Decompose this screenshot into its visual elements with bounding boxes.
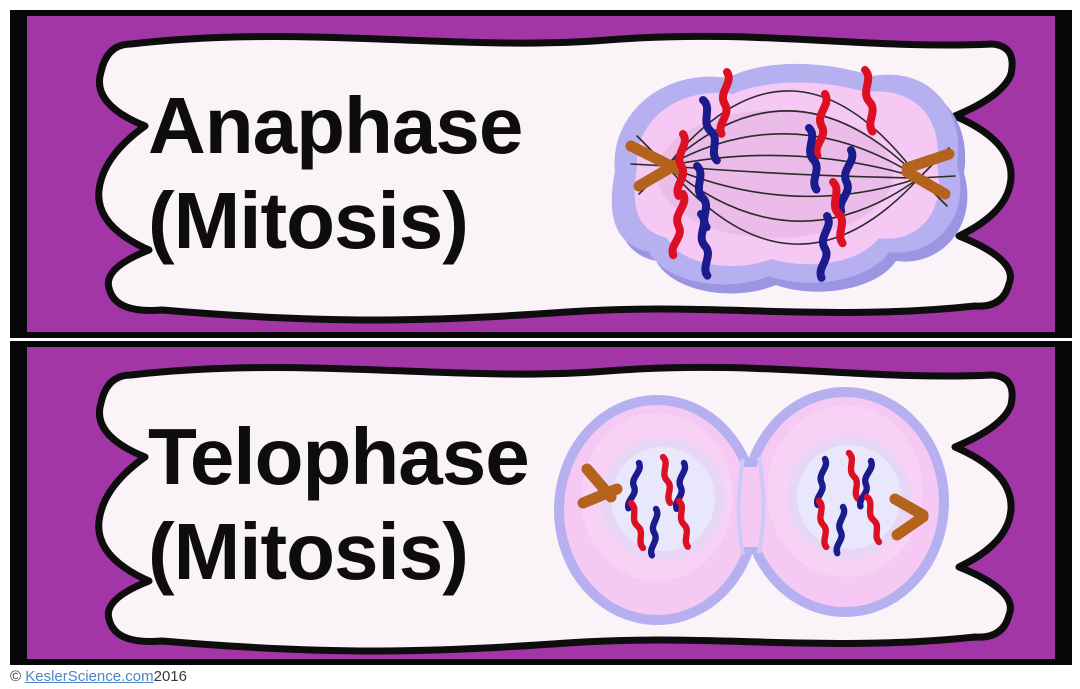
anaphase-cell-illustration [611,63,968,294]
flashcard-telophase: Telophase (Mitosis) [10,341,1072,665]
term-line2: (Mitosis) [148,507,469,596]
copyright-symbol: © [10,668,26,685]
cleavage-furrow [739,467,763,547]
chromosomes-right [813,449,883,557]
centriole-right-icon [889,493,929,541]
term-title: Telophase (Mitosis) [148,409,530,599]
kesler-science-link[interactable]: KeslerScience.com [25,668,154,685]
chromosomes-right [805,66,877,282]
anaphase-card-graphics [95,32,1016,324]
chromosomes-left [624,453,692,559]
flashcard-anaphase: Anaphase (Mitosis) [10,10,1072,338]
term-line2: (Mitosis) [148,176,469,265]
term-line1: Telophase [148,412,530,501]
chromosomes-left [668,68,733,280]
telophase-card-graphics [95,363,1016,655]
furrow-membrane-lines [736,456,766,556]
centriole-left-icon [625,140,683,192]
telophase-cell-illustration [554,387,949,625]
centriole-right-icon [901,148,955,200]
copyright-line: © KeslerScience.com2016 [0,665,1080,689]
term-line1: Anaphase [148,81,523,170]
term-title: Anaphase (Mitosis) [148,78,523,268]
centriole-left-icon [577,463,623,509]
copyright-year: 2016 [153,668,187,685]
